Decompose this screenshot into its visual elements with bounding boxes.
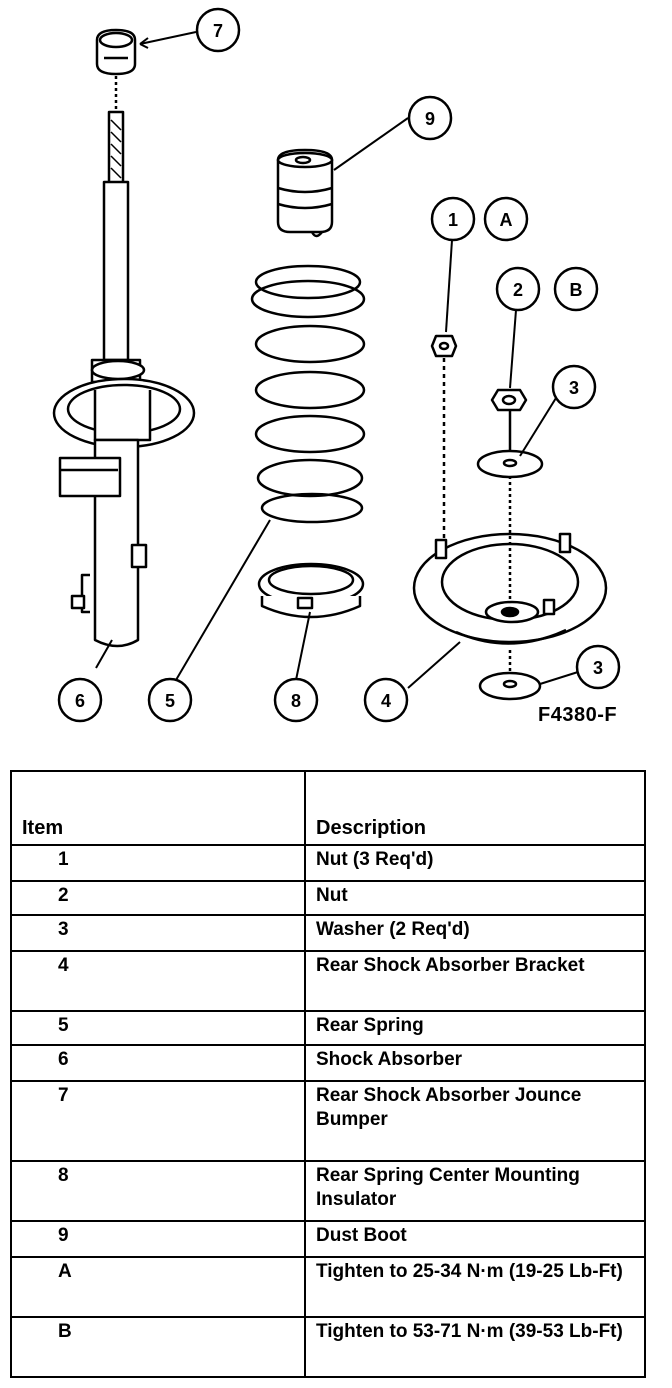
table-row: 1 Nut (3 Req'd) bbox=[10, 844, 646, 882]
nut-1-part bbox=[430, 334, 458, 358]
callout-2 bbox=[495, 266, 541, 312]
callout-B-label: B bbox=[570, 280, 583, 300]
description-cell: Rear Shock Absorber Bracket bbox=[304, 950, 646, 1012]
table-row: 2 Nut bbox=[10, 880, 646, 916]
item-cell: 9 bbox=[10, 1220, 306, 1258]
parts-table: Item Description 1 Nut (3 Req'd) 2 Nut 3… bbox=[10, 770, 646, 1378]
washer-upper-part bbox=[476, 449, 544, 479]
table-row: 4 Rear Shock Absorber Bracket bbox=[10, 950, 646, 1012]
callout-7-label: 7 bbox=[213, 21, 223, 41]
dust-boot-part bbox=[276, 148, 334, 238]
item-cell: 7 bbox=[10, 1080, 306, 1162]
item-cell: B bbox=[10, 1316, 306, 1378]
shock-bracket-part bbox=[412, 532, 608, 645]
callout-9-label: 9 bbox=[425, 109, 435, 129]
description-cell: Nut bbox=[304, 880, 646, 916]
table-row: 3 Washer (2 Req'd) bbox=[10, 914, 646, 952]
callout-1-label: 1 bbox=[448, 210, 458, 230]
description-cell: Washer (2 Req'd) bbox=[304, 914, 646, 952]
spring-insulator-part bbox=[257, 562, 365, 619]
callout-4 bbox=[363, 677, 409, 723]
item-cell: 1 bbox=[10, 844, 306, 882]
figure-code: F4380-F bbox=[538, 704, 618, 726]
callout-9 bbox=[407, 95, 453, 141]
callout-A bbox=[483, 196, 529, 242]
table-row: 8 Rear Spring Center Mounting Insulator bbox=[10, 1160, 646, 1222]
item-cell: 2 bbox=[10, 880, 306, 916]
callout-3-lower-label: 3 bbox=[593, 658, 603, 678]
nut-2-part bbox=[490, 388, 528, 412]
table-row: 9 Dust Boot bbox=[10, 1220, 646, 1258]
callout-3-lower bbox=[575, 644, 621, 690]
exploded-view-diagram: 7 9 1 A 2 B 3 6 5 8 4 3 bbox=[52, 7, 621, 723]
description-cell: Shock Absorber bbox=[304, 1044, 646, 1082]
callout-3-upper bbox=[551, 364, 597, 410]
leader-lines bbox=[95, 31, 579, 689]
description-cell: Rear Shock Absorber Jounce Bumper bbox=[304, 1080, 646, 1162]
table-row: 5 Rear Spring bbox=[10, 1010, 646, 1046]
description-cell: Tighten to 53-71 N·m (39-53 Lb-Ft) bbox=[304, 1316, 646, 1378]
item-cell: A bbox=[10, 1256, 306, 1318]
callout-2-label: 2 bbox=[513, 280, 523, 300]
rear-spring-part bbox=[250, 264, 366, 524]
table-row: 6 Shock Absorber bbox=[10, 1044, 646, 1082]
description-cell: Rear Spring Center Mounting Insulator bbox=[304, 1160, 646, 1222]
shock-absorber-part bbox=[52, 110, 196, 648]
callout-7 bbox=[195, 7, 241, 53]
header-item: Item bbox=[10, 770, 306, 846]
table-row: 7 Rear Shock Absorber Jounce Bumper bbox=[10, 1080, 646, 1162]
callout-A-label: A bbox=[500, 210, 513, 230]
item-cell: 8 bbox=[10, 1160, 306, 1222]
item-cell: 5 bbox=[10, 1010, 306, 1046]
description-cell: Dust Boot bbox=[304, 1220, 646, 1258]
description-cell: Tighten to 25-34 N·m (19-25 Lb-Ft) bbox=[304, 1256, 646, 1318]
callout-6 bbox=[57, 677, 103, 723]
callout-6-label: 6 bbox=[75, 691, 85, 711]
item-cell: 4 bbox=[10, 950, 306, 1012]
table-row: A Tighten to 25-34 N·m (19-25 Lb-Ft) bbox=[10, 1256, 646, 1318]
callout-8 bbox=[273, 677, 319, 723]
callout-1 bbox=[430, 196, 476, 242]
callout-8-label: 8 bbox=[291, 691, 301, 711]
callout-5-label: 5 bbox=[165, 691, 175, 711]
callout-3-upper-label: 3 bbox=[569, 378, 579, 398]
callout-B bbox=[553, 266, 599, 312]
item-cell: 6 bbox=[10, 1044, 306, 1082]
description-cell: Nut (3 Req'd) bbox=[304, 844, 646, 882]
jounce-bumper-part bbox=[95, 28, 137, 76]
header-description: Description bbox=[304, 770, 646, 846]
table-header-row: Item Description bbox=[10, 770, 646, 846]
item-cell: 3 bbox=[10, 914, 306, 952]
description-cell: Rear Spring bbox=[304, 1010, 646, 1046]
washer-lower-part bbox=[478, 671, 542, 701]
callout-5 bbox=[147, 677, 193, 723]
table-row: B Tighten to 53-71 N·m (39-53 Lb-Ft) bbox=[10, 1316, 646, 1378]
callout-4-label: 4 bbox=[381, 691, 391, 711]
